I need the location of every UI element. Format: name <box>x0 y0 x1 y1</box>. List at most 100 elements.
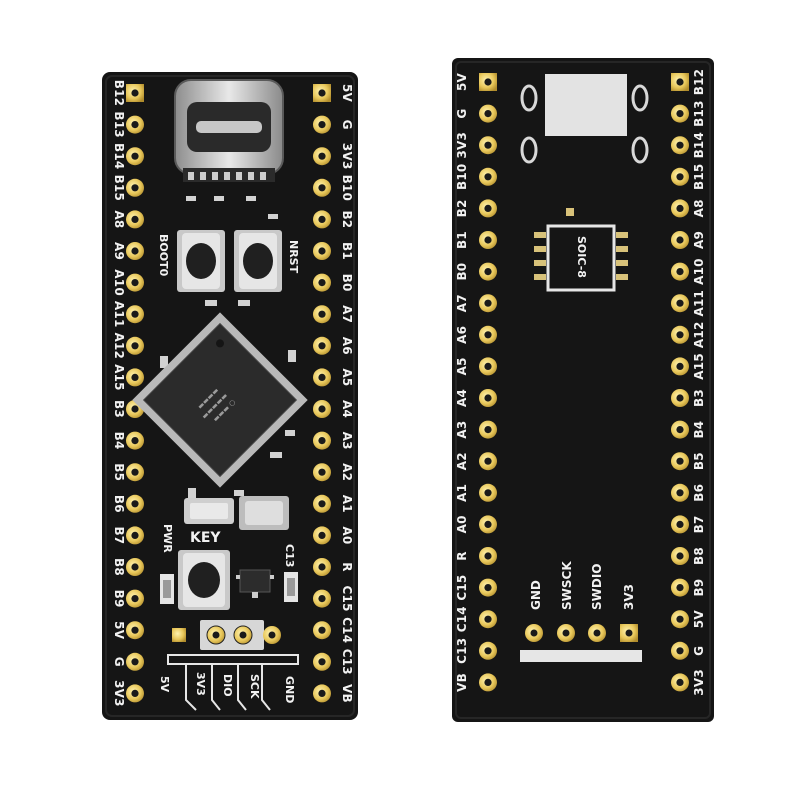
front-right-pad-a3 <box>313 431 331 450</box>
back-left-pad-a6 <box>479 325 497 344</box>
back-right-label-b14: B14 <box>692 132 706 158</box>
back-debug-pads <box>525 624 638 642</box>
back-right-label-a9: A9 <box>692 231 706 249</box>
back-left-pad-c15 <box>479 578 497 597</box>
back-right-label-b9: B9 <box>692 579 706 597</box>
front-left-label-b8: B8 <box>112 558 126 576</box>
front-left-label-3v3: 3V3 <box>112 680 126 707</box>
key-label: KEY <box>190 530 221 546</box>
back-right-label-3v3: 3V3 <box>692 669 706 696</box>
front-right-label-b0: B0 <box>340 274 354 292</box>
back-silk-bar <box>520 650 642 662</box>
front-left-pad-5v <box>126 621 144 640</box>
usb-c-connector <box>174 79 284 182</box>
back-left-pad-a0 <box>479 515 497 534</box>
front-right-label-c14: C14 <box>340 617 354 643</box>
debug-header <box>167 620 299 711</box>
front-right-pad-b2 <box>313 210 331 229</box>
front-right-label-r: R <box>340 562 354 571</box>
back-left-label-5v: 5V <box>455 72 469 91</box>
front-right-pad-g <box>313 115 331 134</box>
front-left-pad-a9 <box>126 242 144 260</box>
back-right-pad-a11 <box>671 294 689 313</box>
back-left-pad-a3 <box>479 420 497 439</box>
soic8-label: SOIC-8 <box>575 236 588 278</box>
back-right-label-a11: A11 <box>692 290 706 317</box>
back-right-label-a12: A12 <box>692 322 706 349</box>
back-right-label-5v: 5V <box>692 610 706 629</box>
debug-label-dio: DIO <box>221 674 234 697</box>
back-right-label-b6: B6 <box>692 484 706 502</box>
back-left-pad-a5 <box>479 357 497 376</box>
back-right-label-b13: B13 <box>692 100 706 126</box>
front-left-label-b4: B4 <box>112 432 126 450</box>
back-left-label-a3: A3 <box>455 421 469 439</box>
front-right-pad-c14 <box>313 621 331 640</box>
back-right-pad-b14 <box>671 136 689 155</box>
back-left-pad-vb <box>479 673 497 692</box>
front-right-label-b10: B10 <box>340 175 354 201</box>
front-right-label-vb: VB <box>340 684 354 703</box>
key-button[interactable] <box>178 550 230 610</box>
back-right-label-b3: B3 <box>692 389 706 407</box>
back-debug-gnd: GND <box>529 580 543 610</box>
back-debug-3v3: 3V3 <box>622 584 636 610</box>
back-left-label-a0: A0 <box>455 515 469 533</box>
front-right-label-a2: A2 <box>340 463 354 481</box>
front-right-label-a4: A4 <box>340 400 354 418</box>
back-left-label-b0: B0 <box>455 263 469 281</box>
back-left-label-a6: A6 <box>455 326 469 344</box>
back-left-pad-g <box>479 104 497 123</box>
front-left-label-b3: B3 <box>112 400 126 418</box>
back-right-pad-b6 <box>671 483 689 502</box>
front-right-label-b1: B1 <box>340 242 354 260</box>
front-right-label-a7: A7 <box>340 305 354 323</box>
back-left-pad-a1 <box>479 483 497 502</box>
back-left-label-a5: A5 <box>455 357 469 375</box>
front-left-label-a11: A11 <box>112 301 126 328</box>
back-left-pad-a2 <box>479 452 497 471</box>
front-left-pad-b8 <box>126 558 144 576</box>
front-left-label-b14: B14 <box>112 143 126 169</box>
back-left-pad-3v3 <box>479 136 497 155</box>
front-right-label-c15: C15 <box>340 586 354 612</box>
back-right-pad-a8 <box>671 199 689 218</box>
front-left-pad-b4 <box>126 431 144 450</box>
back-left-pad-b10 <box>479 167 497 186</box>
pwr-led <box>160 574 174 604</box>
back-left-pad-a7 <box>479 294 497 313</box>
mcu-chip: ▬▬▬▬ ▬▬▬▬▬ ▬▬▬ ○ <box>132 312 308 488</box>
front-left-label-g: G <box>112 657 126 667</box>
nrst-button[interactable] <box>234 230 282 292</box>
back-left-label-c13: C13 <box>455 638 469 664</box>
back-right-pad-b12 <box>671 73 689 91</box>
nrst-label: NRST <box>287 240 300 274</box>
front-right-pad-c13 <box>313 652 331 671</box>
debug-label-gnd: GND <box>283 676 296 703</box>
front-right-label-a0: A0 <box>340 526 354 544</box>
pwr-label: PWR <box>161 524 174 553</box>
front-right-pad-a7 <box>313 305 331 324</box>
front-right-label-a1: A1 <box>340 495 354 513</box>
front-right-label-a6: A6 <box>340 337 354 355</box>
back-right-label-b15: B15 <box>692 164 706 190</box>
front-right-pad-b10 <box>313 178 331 197</box>
front-left-pad-b7 <box>126 526 144 545</box>
back-left-label-c14: C14 <box>455 606 469 632</box>
front-right-pad-a6 <box>313 336 331 355</box>
front-right-pad-a5 <box>313 368 331 387</box>
front-left-pad-a8 <box>126 210 144 229</box>
back-right-pad-b15 <box>671 167 689 186</box>
boot0-button[interactable] <box>177 230 225 292</box>
voltage-regulator <box>236 569 274 598</box>
front-left-pad-g <box>126 652 144 671</box>
front-left-label-b5: B5 <box>112 463 126 481</box>
back-right-label-b7: B7 <box>692 515 706 533</box>
back-left-pad-b0 <box>479 262 497 281</box>
back-right-label-a15: A15 <box>692 353 706 380</box>
back-right-pad-a9 <box>671 231 689 249</box>
boot0-label: BOOT0 <box>157 234 170 277</box>
front-left-label-a10: A10 <box>112 269 126 296</box>
front-left-pad-a10 <box>126 273 144 292</box>
